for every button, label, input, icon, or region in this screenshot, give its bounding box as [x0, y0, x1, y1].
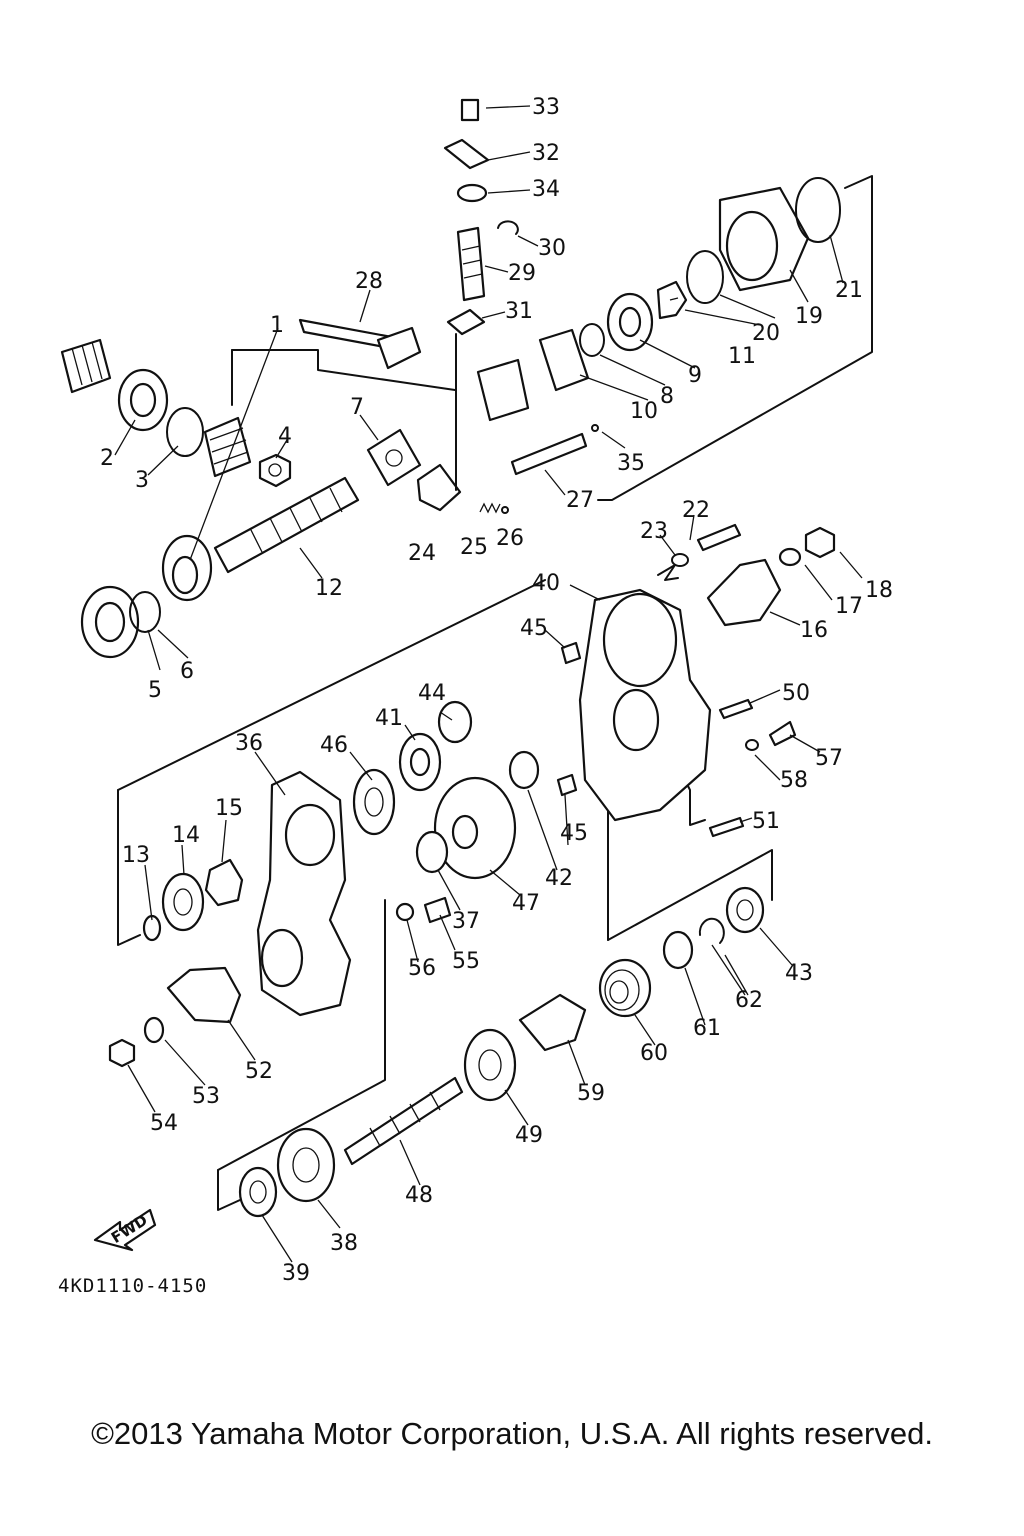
part-label-34: 34 [532, 177, 560, 202]
part-label-53: 53 [192, 1084, 220, 1109]
part-label-42: 42 [545, 866, 573, 891]
part-label-31: 31 [505, 299, 533, 324]
group-frames [117, 175, 873, 1211]
part-label-45a: 45 [520, 616, 548, 641]
part-label-13: 13 [122, 843, 150, 868]
part-label-5: 5 [148, 678, 162, 703]
part-label-49: 49 [515, 1123, 543, 1148]
drawing-code: 4KD1110-4150 [58, 1275, 207, 1297]
part-label-28: 28 [355, 269, 383, 294]
part-label-2: 2 [100, 446, 114, 471]
part-label-27: 27 [566, 488, 594, 513]
part-label-36: 36 [235, 731, 263, 756]
part-label-56: 56 [408, 956, 436, 981]
part-label-9: 9 [688, 363, 702, 388]
part-label-15: 15 [215, 796, 243, 821]
part-label-1: 1 [270, 313, 284, 338]
part-label-8: 8 [660, 384, 674, 409]
part-label-11: 11 [728, 344, 756, 369]
part-label-40: 40 [532, 571, 560, 596]
part-label-17: 17 [835, 594, 863, 619]
part-label-20: 20 [752, 321, 780, 346]
part-label-44: 44 [418, 681, 446, 706]
part-label-7: 7 [350, 395, 364, 420]
part-label-38: 38 [330, 1231, 358, 1256]
part-label-25: 25 [460, 535, 488, 560]
part-label-39: 39 [282, 1261, 310, 1286]
part-label-16: 16 [800, 618, 828, 643]
part-label-62: 62 [735, 988, 763, 1013]
part-label-51: 51 [752, 809, 780, 834]
leader-lines [114, 105, 863, 1263]
part-label-50: 50 [782, 681, 810, 706]
part-label-32: 32 [532, 141, 560, 166]
part-number-labels: 1 2 3 4 5 6 7 8 9 10 11 12 13 14 15 16 1… [100, 95, 893, 1286]
part-label-4: 4 [278, 424, 292, 449]
part-label-52: 52 [245, 1059, 273, 1084]
part-label-35: 35 [617, 451, 645, 476]
part-label-22: 22 [682, 498, 710, 523]
part-label-45b: 45 [560, 821, 588, 846]
copyright-notice: ©2013 Yamaha Motor Corporation, U.S.A. A… [91, 1416, 933, 1451]
part-label-19: 19 [795, 304, 823, 329]
part-label-12: 12 [315, 576, 343, 601]
part-label-18: 18 [865, 578, 893, 603]
part-label-6: 6 [180, 659, 194, 684]
part-label-46: 46 [320, 733, 348, 758]
part-label-30: 30 [538, 236, 566, 261]
part-label-59: 59 [577, 1081, 605, 1106]
part-label-26: 26 [496, 526, 524, 551]
part-label-61: 61 [693, 1016, 721, 1041]
part-label-29: 29 [508, 261, 536, 286]
part-label-14: 14 [172, 823, 200, 848]
part-label-41: 41 [375, 706, 403, 731]
part-label-43: 43 [785, 961, 813, 986]
part-label-33: 33 [532, 95, 560, 120]
part-label-47: 47 [512, 891, 540, 916]
part-label-58: 58 [780, 768, 808, 793]
part-label-37: 37 [452, 909, 480, 934]
part-label-24: 24 [408, 541, 436, 566]
part-label-21: 21 [835, 278, 863, 303]
part-label-54: 54 [150, 1111, 178, 1136]
part-label-55: 55 [452, 949, 480, 974]
part-label-57: 57 [815, 746, 843, 771]
part-label-3: 3 [135, 468, 149, 493]
part-label-60: 60 [640, 1041, 668, 1066]
part-label-23: 23 [640, 519, 668, 544]
parts-art [60, 98, 841, 1252]
part-label-48: 48 [405, 1183, 433, 1208]
part-label-10: 10 [630, 399, 658, 424]
